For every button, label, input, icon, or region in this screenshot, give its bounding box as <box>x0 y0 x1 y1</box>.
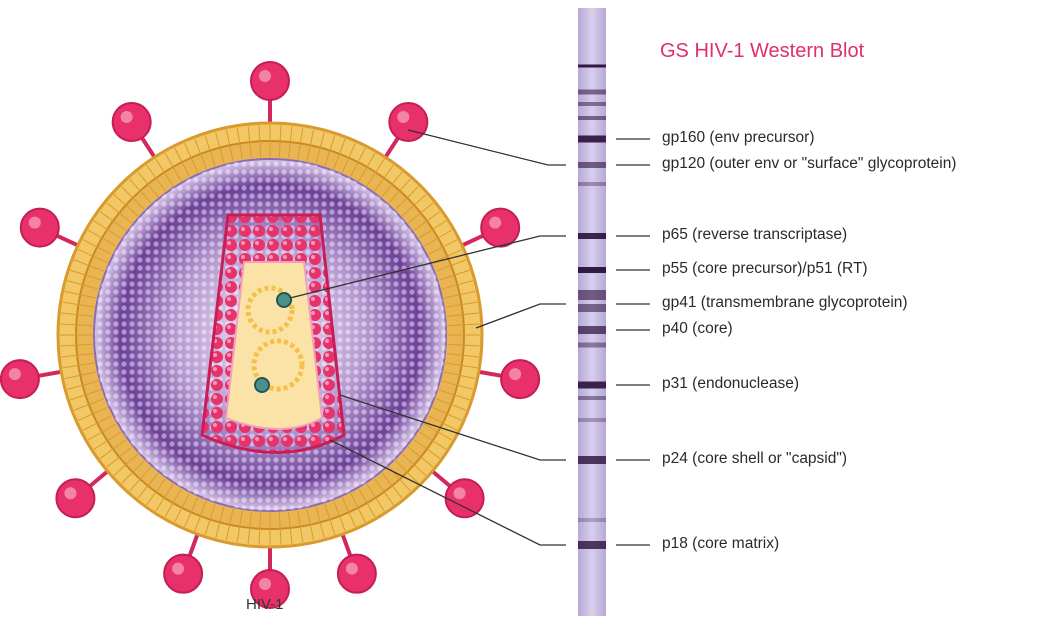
strip-band <box>578 456 606 464</box>
band-label-p65: p65 (reverse transcriptase) <box>662 226 847 244</box>
gp120-spike-head <box>113 103 151 141</box>
band-label-gp41: gp41 (transmembrane glycoprotein) <box>662 294 908 312</box>
strip-band <box>578 65 606 68</box>
strip-band <box>578 136 606 143</box>
gp120-spike-head <box>251 62 289 100</box>
band-label-p55: p55 (core precursor)/p51 (RT) <box>662 260 868 278</box>
gp120-spike-head <box>501 360 539 398</box>
pointer-gp120 <box>408 130 566 165</box>
strip-band <box>578 382 606 389</box>
hiv-virion <box>1 62 539 608</box>
strip-band <box>578 182 606 186</box>
strip-band <box>578 343 606 348</box>
page-title: GS HIV-1 Western Blot <box>660 40 864 63</box>
strip-band <box>578 116 606 120</box>
enzyme-particle-2 <box>255 378 269 392</box>
strip-band <box>578 326 606 334</box>
spike-highlight <box>454 487 466 499</box>
pointer-gp41 <box>476 304 566 328</box>
spike-highlight <box>64 487 76 499</box>
strip-band <box>578 233 606 239</box>
strip-band <box>578 541 606 549</box>
strip-band <box>578 518 606 522</box>
spike-highlight <box>259 70 271 82</box>
strip-band <box>578 304 606 312</box>
strip-band <box>578 418 606 422</box>
enzyme-particle-1 <box>277 293 291 307</box>
spike-highlight <box>172 563 184 575</box>
band-label-gp120: gp120 (outer env or "surface" glycoprote… <box>662 155 956 173</box>
strip-band <box>578 396 606 400</box>
spike-highlight <box>397 111 409 123</box>
gp120-spike-head <box>164 555 202 593</box>
gp120-spike-head <box>21 209 59 247</box>
strip-band <box>578 102 606 106</box>
spike-highlight <box>9 368 21 380</box>
gp120-spike-head <box>56 479 94 517</box>
spike-highlight <box>29 217 41 229</box>
gp120-spike-head <box>338 555 376 593</box>
gp120-spike-head <box>481 209 519 247</box>
spike-highlight <box>259 578 271 590</box>
western-blot-strip <box>578 8 606 616</box>
gp120-spike-head <box>389 103 427 141</box>
virus-caption: HIV-1 <box>246 596 284 613</box>
spike-highlight <box>489 217 501 229</box>
gp120-spike-head <box>446 479 484 517</box>
band-label-p31: p31 (endonuclease) <box>662 375 799 393</box>
spike-highlight <box>121 111 133 123</box>
strip-band <box>578 90 606 95</box>
band-label-p24: p24 (core shell or "capsid") <box>662 450 847 468</box>
band-label-p40: p40 (core) <box>662 320 733 338</box>
strip-band <box>578 290 606 300</box>
band-label-p18: p18 (core matrix) <box>662 535 779 553</box>
spike-highlight <box>346 563 358 575</box>
strip-band <box>578 267 606 273</box>
gp120-spike-head <box>1 360 39 398</box>
spike-highlight <box>509 368 521 380</box>
strip-band <box>578 162 606 168</box>
band-label-gp160: gp160 (env precursor) <box>662 129 815 147</box>
